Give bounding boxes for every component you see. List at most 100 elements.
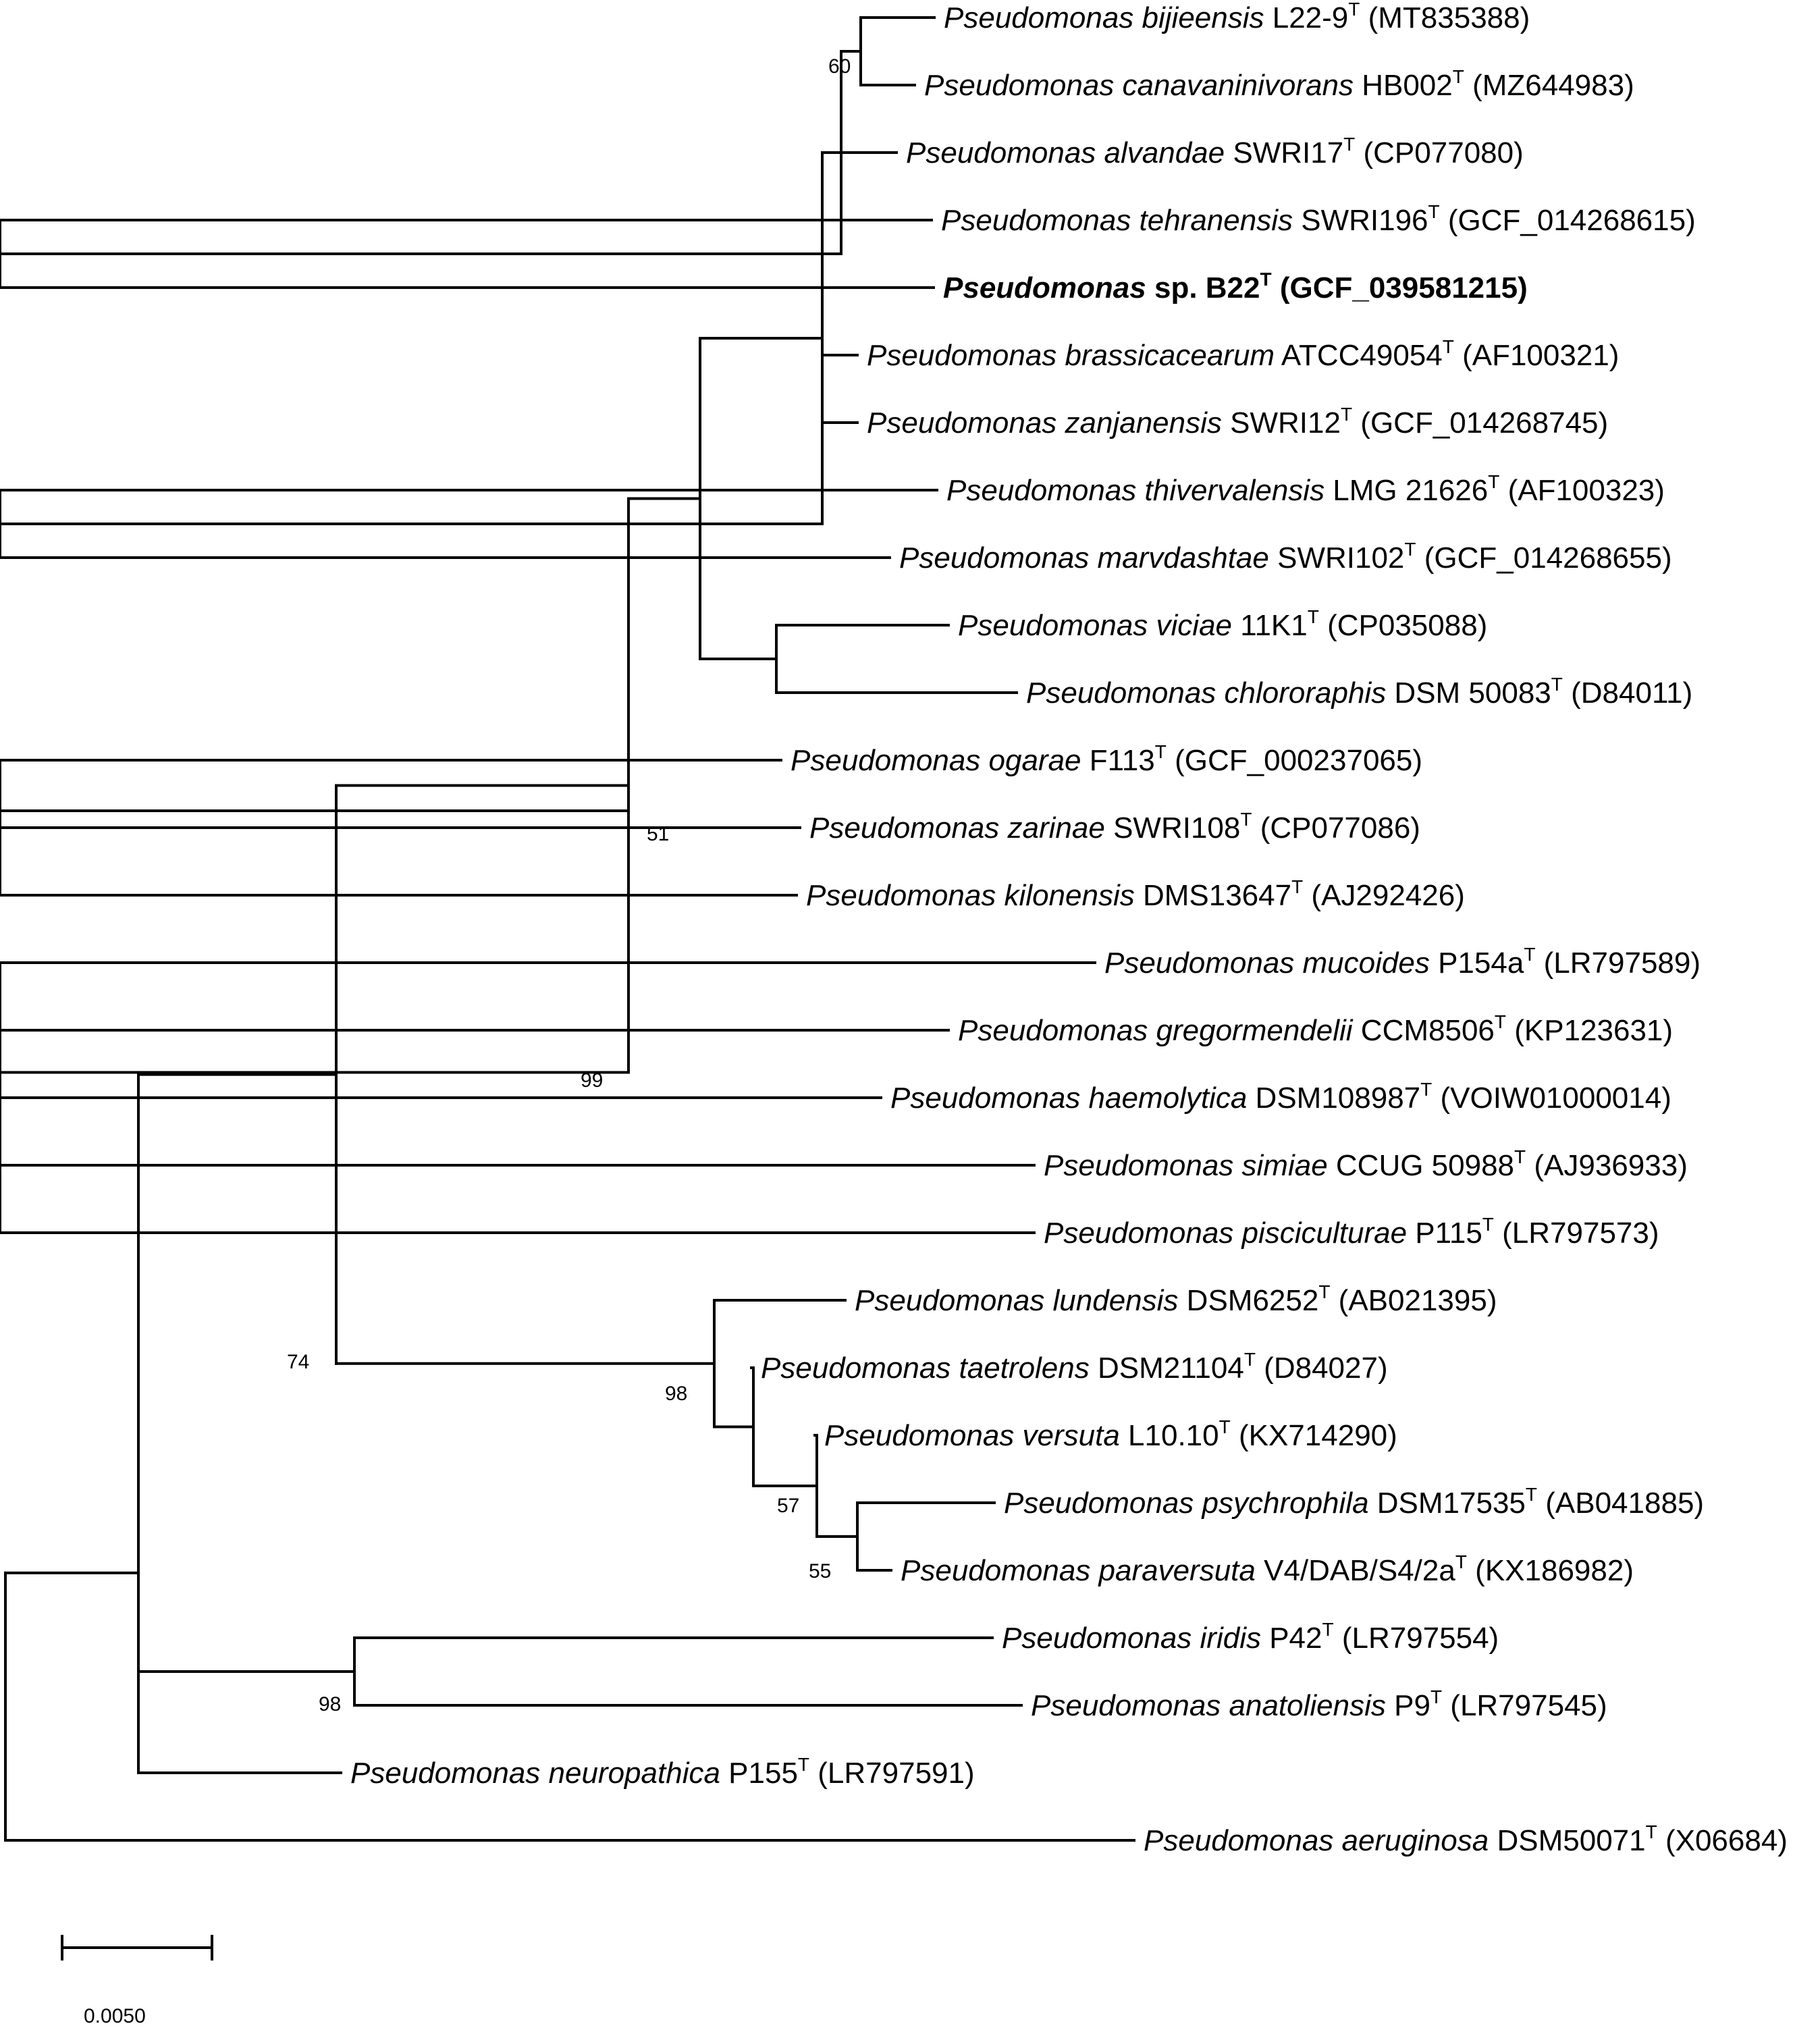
bootstrap-value: 55 bbox=[809, 1560, 831, 1582]
species-name: Pseudomonas aeruginosa bbox=[1144, 1824, 1489, 1857]
type-strain-superscript: T bbox=[1219, 1416, 1231, 1437]
bootstrap-value: 99 bbox=[581, 1069, 603, 1092]
strain-name: F113 bbox=[1081, 744, 1155, 777]
type-strain-superscript: T bbox=[1430, 1686, 1442, 1707]
accession-number: (LR797545) bbox=[1442, 1689, 1607, 1722]
taxon-label: Pseudomonas ogarae F113T (GCF_000237065) bbox=[791, 741, 1422, 777]
species-name: Pseudomonas neuropathica bbox=[350, 1757, 720, 1790]
species-name: Pseudomonas viciae bbox=[958, 609, 1232, 642]
taxon-label: Pseudomonas aeruginosa DSM50071T (X06684… bbox=[1144, 1821, 1788, 1857]
strain-name: DSM108987 bbox=[1247, 1082, 1420, 1115]
type-strain-superscript: T bbox=[1244, 1349, 1256, 1370]
bootstrap-value: 60 bbox=[828, 55, 851, 78]
type-strain-superscript: T bbox=[1526, 1484, 1537, 1505]
type-strain-superscript: T bbox=[1551, 674, 1563, 695]
accession-number: (AB041885) bbox=[1537, 1487, 1704, 1520]
species-suffix: sp. bbox=[1146, 271, 1198, 304]
taxon-label: Pseudomonas haemolytica DSM108987T (VOIW… bbox=[890, 1079, 1671, 1115]
strain-name: L10.10 bbox=[1120, 1419, 1219, 1452]
type-strain-superscript: T bbox=[1348, 0, 1360, 20]
type-strain-superscript: T bbox=[1514, 1146, 1526, 1167]
species-name: Pseudomonas lundensis bbox=[855, 1284, 1178, 1317]
accession-number: (MZ644983) bbox=[1464, 69, 1634, 102]
scale-bar-label: 0.0050 bbox=[84, 2005, 146, 2027]
accession-number: (CP035088) bbox=[1319, 609, 1487, 642]
species-name: Pseudomonas gregormendelii bbox=[958, 1014, 1354, 1047]
accession-number: (VOIW01000014) bbox=[1432, 1082, 1671, 1115]
type-strain-superscript: T bbox=[1155, 741, 1167, 762]
strain-name: V4/DAB/S4/2a bbox=[1256, 1554, 1455, 1587]
type-strain-superscript: T bbox=[1291, 876, 1303, 897]
type-strain-superscript: T bbox=[1482, 1214, 1494, 1235]
strain-name: SWRI196 bbox=[1293, 204, 1428, 237]
type-strain-superscript: T bbox=[1495, 1011, 1506, 1032]
accession-number: (AF100323) bbox=[1499, 474, 1665, 507]
accession-number: (D84027) bbox=[1256, 1352, 1388, 1385]
taxon-label: Pseudomonas anatoliensis P9T (LR797545) bbox=[1031, 1686, 1607, 1722]
taxon-label: Pseudomonas iridis P42T (LR797554) bbox=[1002, 1619, 1499, 1655]
accession-number: (KX186982) bbox=[1467, 1554, 1634, 1587]
type-strain-superscript: T bbox=[1260, 269, 1272, 290]
taxon-label: Pseudomonas kilonensis DMS13647T (AJ2924… bbox=[806, 876, 1465, 912]
bootstrap-value: 98 bbox=[665, 1383, 687, 1405]
type-strain-superscript: T bbox=[1343, 134, 1355, 155]
species-name: Pseudomonas iridis bbox=[1002, 1622, 1261, 1655]
accession-number: (CP077080) bbox=[1355, 136, 1523, 169]
taxon-label: Pseudomonas mucoides P154aT (LR797589) bbox=[1104, 944, 1701, 980]
bootstrap-value: 57 bbox=[777, 1495, 799, 1517]
species-name: Pseudomonas bbox=[943, 271, 1146, 304]
strain-name: SWRI12 bbox=[1222, 406, 1341, 439]
accession-number: (KP123631) bbox=[1506, 1014, 1673, 1047]
species-name: Pseudomonas taetrolens bbox=[761, 1352, 1090, 1385]
strain-name: CCUG 50988 bbox=[1328, 1149, 1514, 1182]
type-strain-superscript: T bbox=[1240, 809, 1252, 830]
strain-name: P115 bbox=[1407, 1217, 1482, 1250]
taxon-label: Pseudomonas thivervalensis LMG 21626T (A… bbox=[946, 471, 1665, 507]
species-name: Pseudomonas thivervalensis bbox=[946, 474, 1324, 507]
accession-number: (GCF_039581215) bbox=[1272, 271, 1528, 304]
taxon-label: Pseudomonas zanjanensis SWRI12T (GCF_014… bbox=[867, 404, 1608, 439]
accession-number: (GCF_000237065) bbox=[1167, 744, 1422, 777]
taxon-labels: Pseudomonas bijieensis L22-9T (MT835388)… bbox=[350, 0, 1788, 1857]
species-name: Pseudomonas chlororaphis bbox=[1026, 676, 1386, 710]
taxon-label: Pseudomonas tehranensis SWRI196T (GCF_01… bbox=[941, 201, 1696, 237]
taxon-label: Pseudomonas bijieensis L22-9T (MT835388) bbox=[944, 0, 1530, 34]
strain-name: SWRI102 bbox=[1269, 541, 1405, 575]
taxon-label: Pseudomonas brassicacearum ATCC49054T (A… bbox=[867, 336, 1619, 372]
accession-number: (AJ936933) bbox=[1526, 1149, 1688, 1182]
taxon-label: Pseudomonas neuropathica P155T (LR797591… bbox=[350, 1754, 975, 1790]
accession-number: (CP077086) bbox=[1252, 811, 1420, 845]
type-strain-superscript: T bbox=[1318, 1281, 1330, 1302]
strain-name: P154a bbox=[1430, 946, 1524, 980]
species-name: Pseudomonas anatoliensis bbox=[1031, 1689, 1386, 1722]
strain-name: DSM6252 bbox=[1178, 1284, 1318, 1317]
strain-name: SWRI17 bbox=[1225, 136, 1343, 169]
accession-number: (X06684) bbox=[1657, 1824, 1788, 1857]
type-strain-superscript: T bbox=[1308, 606, 1319, 627]
accession-number: (GCF_014268615) bbox=[1440, 204, 1696, 237]
type-strain-superscript: T bbox=[1428, 201, 1440, 222]
accession-number: (LR797589) bbox=[1535, 946, 1701, 980]
species-name: Pseudomonas zarinae bbox=[809, 811, 1105, 845]
taxon-label: Pseudomonas alvandae SWRI17T (CP077080) bbox=[906, 134, 1524, 169]
strain-name: LMG 21626 bbox=[1324, 474, 1488, 507]
taxon-label: Pseudomonas simiae CCUG 50988T (AJ936933… bbox=[1044, 1146, 1688, 1182]
type-strain-superscript: T bbox=[1443, 336, 1454, 357]
strain-name: P9 bbox=[1386, 1689, 1430, 1722]
type-strain-superscript: T bbox=[1404, 539, 1416, 560]
accession-number: (MT835388) bbox=[1360, 1, 1530, 34]
accession-number: (AF100321) bbox=[1454, 339, 1620, 372]
taxon-label: Pseudomonas sp. B22T (GCF_039581215) bbox=[943, 269, 1528, 304]
strain-name: 11K1 bbox=[1232, 609, 1308, 642]
strain-name: L22-9 bbox=[1264, 1, 1349, 34]
accession-number: (LR797591) bbox=[809, 1757, 975, 1790]
taxon-label: Pseudomonas lundensis DSM6252T (AB021395… bbox=[855, 1281, 1497, 1317]
type-strain-superscript: T bbox=[1322, 1619, 1333, 1640]
accession-number: (GCF_014268745) bbox=[1352, 406, 1608, 439]
type-strain-superscript: T bbox=[1420, 1079, 1432, 1100]
accession-number: (LR797554) bbox=[1334, 1622, 1499, 1655]
strain-name: DSM50071 bbox=[1489, 1824, 1645, 1857]
strain-name: SWRI108 bbox=[1105, 811, 1241, 845]
taxon-label: Pseudomonas canavaninivorans HB002T (MZ6… bbox=[924, 66, 1634, 102]
